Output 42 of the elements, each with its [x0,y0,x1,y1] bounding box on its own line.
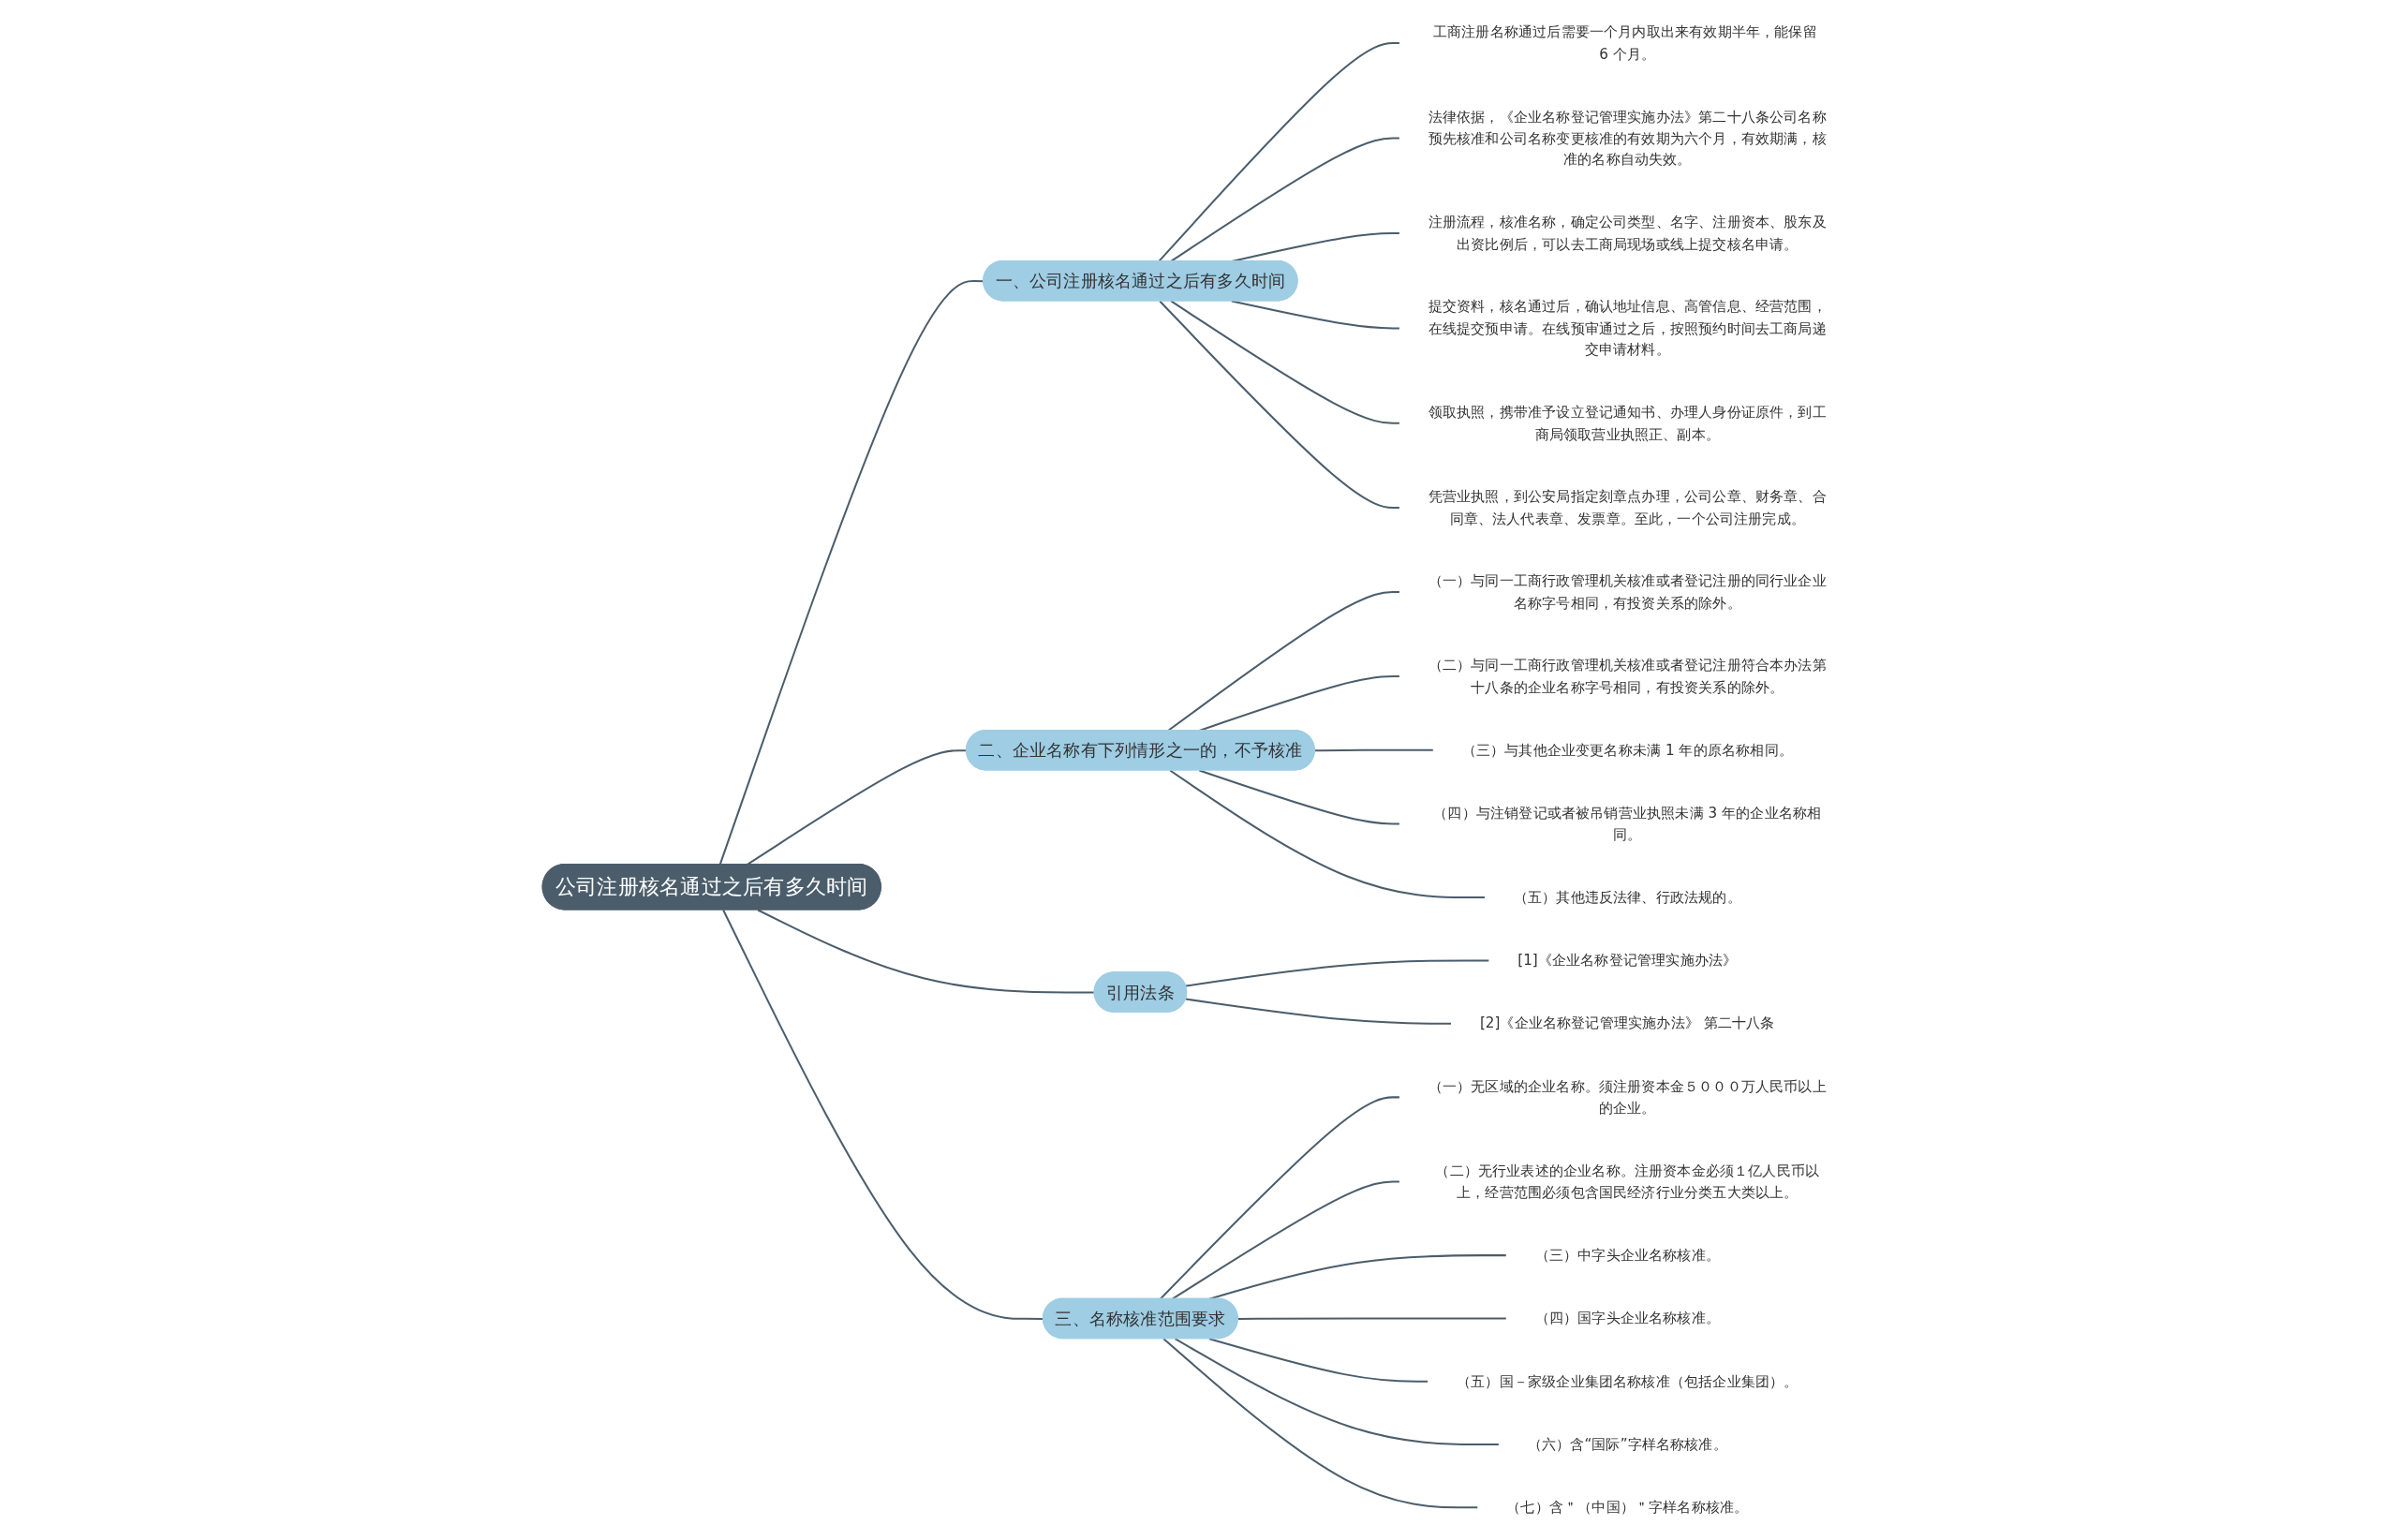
node-text: （二）与同一工商行政管理机关核准或者登记注册符合本办法第十八条的企业名称字号相同，有投资关系的除外。 [1428,657,1828,696]
node-text: （四）国字头企业名称核准。 [1534,1310,1721,1327]
connector [1167,591,1400,732]
connector [1175,1338,1500,1446]
node-text: 领取执照，携带准予设立登记通知书、办理人身份证原件，到工商局领取营业执照正、副本。 [1428,404,1828,443]
node-text: 注册流程，核准名称，确定公司类型、名字、注册资本、股东及出资比例后，可以去工商局现场或线上提交核名申请。 [1428,214,1828,253]
node-text: （四）与注销登记或者被吊销营业执照未满 3 年的企业名称相同。 [1433,804,1822,843]
node-text: （六）含“国际”字样名称核准。 [1528,1435,1728,1453]
connector [1158,42,1400,262]
connector [1171,300,1400,424]
connector [758,909,1095,994]
node-text: （一）无区域的企业名称。须注册资本金５０００万人民币以上的企业。 [1428,1077,1828,1117]
connector [1199,769,1400,825]
node-text: [1]《企业名称登记管理实施办法》 [1517,952,1738,970]
node-text: （一）与同一工商行政管理机关核准或者登记注册的同行业企业名称字号相同，有投资关系的除外。 [1428,572,1828,612]
connector [1238,1317,1507,1320]
node-text: [2]《企业名称登记管理实施办法》 第二十八条 [1480,1014,1776,1032]
connector [1232,300,1400,330]
node-text: （五）国－家级企业集团名称核准（包括企业集团）。 [1457,1372,1798,1390]
connector [1160,1096,1400,1300]
node-text: 凭营业执照，到公安局指定刻章点办理，公司公章、财务章、合同章、法人代表章、发票章。至此，一个公司注册完成。 [1428,488,1828,527]
connector [1162,1338,1479,1509]
node-text: （七）含＂（中国）＂字样名称核准。 [1506,1498,1749,1517]
connector [747,749,968,866]
node-text: （二）无行业表述的企业名称。注册资本金必须１亿人民币以上，经营范围必须包含国民经济行业分类五大类以上。 [1435,1162,1820,1201]
connector [1199,675,1400,732]
node-text: （五）其他违反法律、行政法规的。 [1514,888,1742,906]
connector [1172,1180,1400,1300]
node-text: 工商注册名称通过后需要一个月内取出来有效期半年，能保留 6 个月。 [1433,23,1818,63]
connector [1186,998,1452,1025]
connector [1171,137,1400,262]
connector [1186,959,1490,987]
node-text: （三）中字头企业名称核准。 [1534,1246,1721,1264]
node-text: 提交资料，核名通过后，确认地址信息、高管信息、经营范围，在线提交预申请。在线预审通过之后，按照预约时间去工商局递交申请材料。 [1428,298,1828,359]
connector [719,280,984,866]
connector [1159,300,1400,509]
node-text: 法律依据，《企业名称登记管理实施办法》第二十八条公司名称预先核准和公司名称变更核准的有效期为六个月，有效期满，核准的名称自动失效。 [1428,108,1828,169]
connector [1169,769,1486,899]
connector [1315,748,1434,752]
connector [1209,1254,1507,1300]
node-text: （三）与其他企业变更名称未满 1 年的原名称相同。 [1462,741,1794,759]
connector [1209,1338,1429,1383]
